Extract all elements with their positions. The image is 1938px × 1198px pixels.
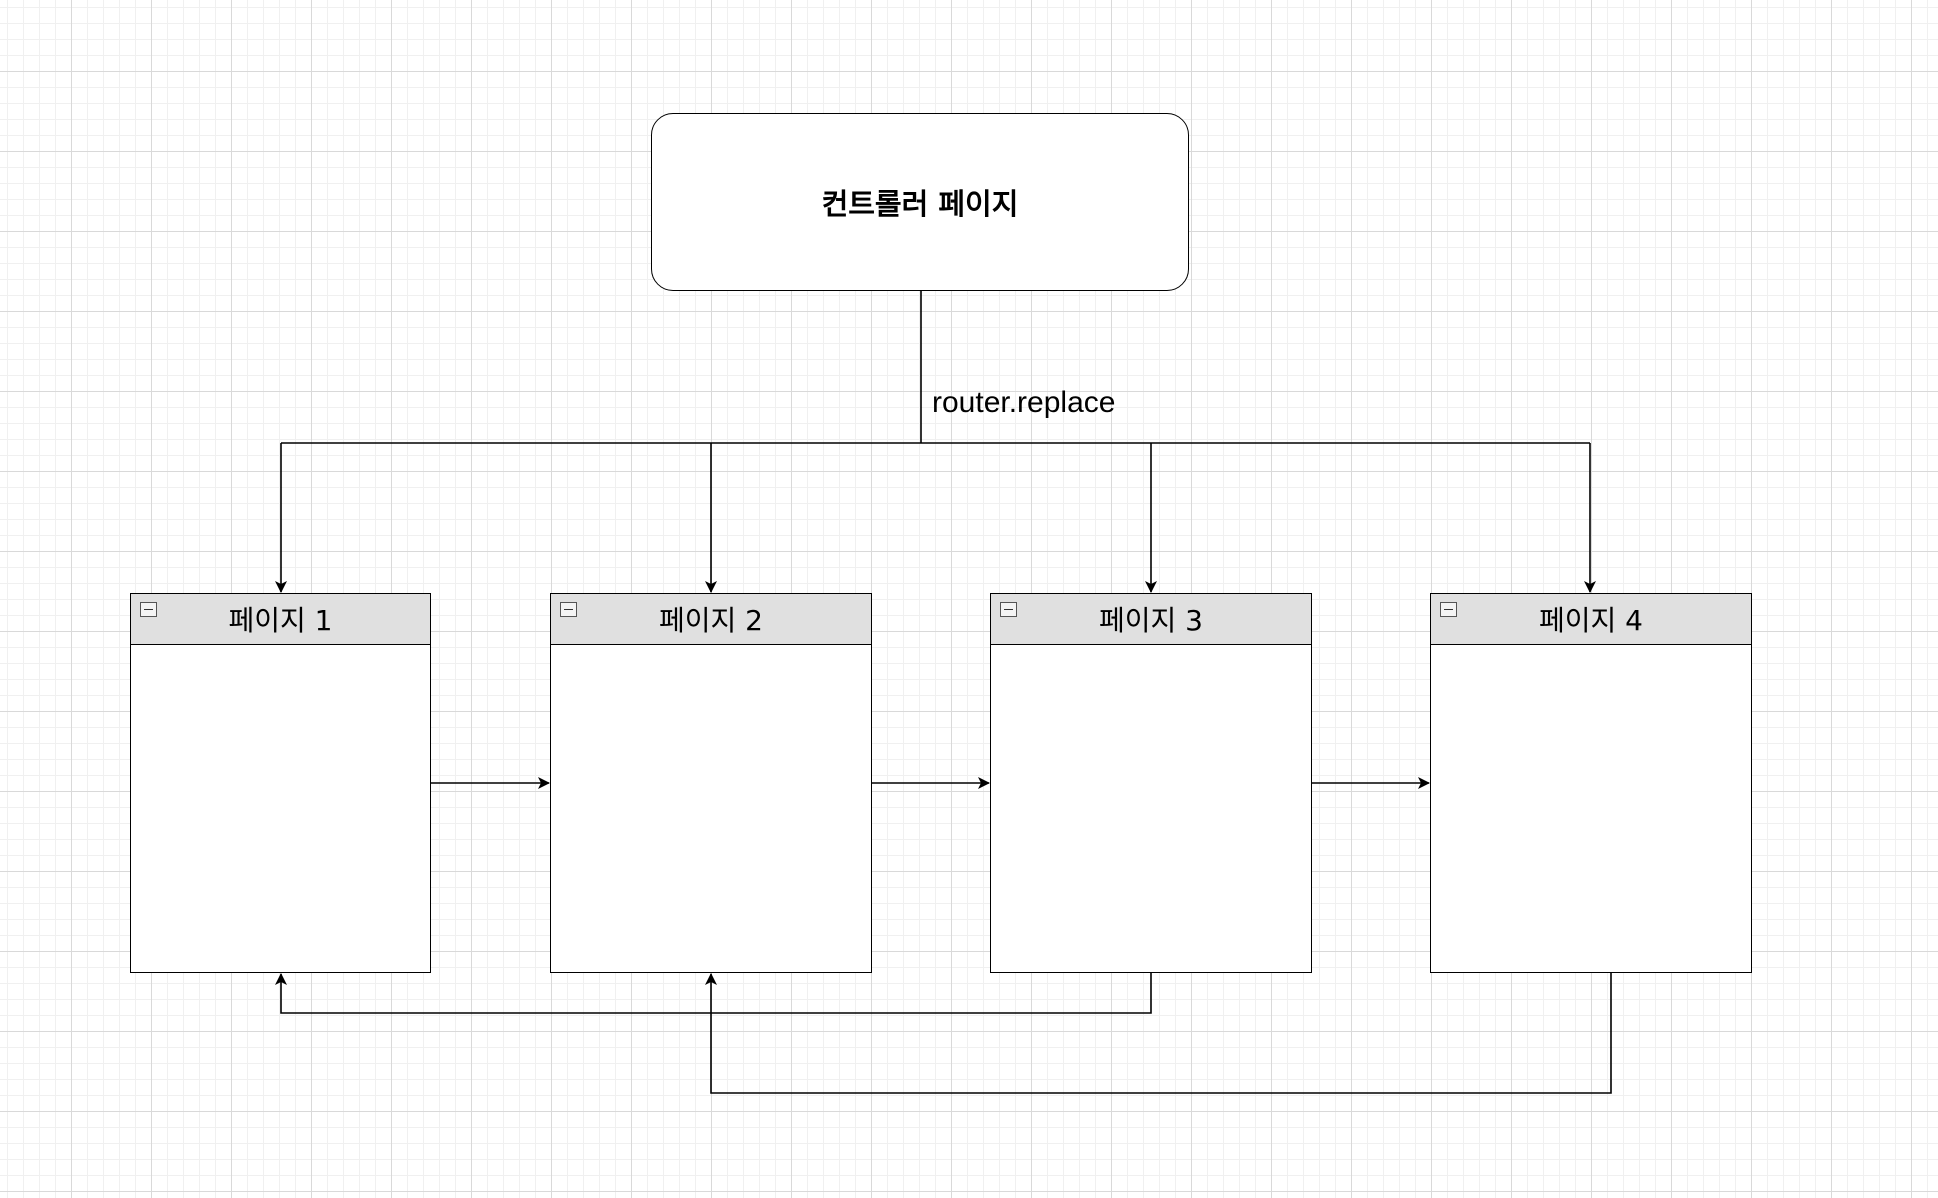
page-3-body <box>991 645 1311 972</box>
page-2-title: 페이지 2 <box>659 604 763 637</box>
page-4-node[interactable]: 페이지 4 <box>1430 593 1752 973</box>
page-3-node[interactable]: 페이지 3 <box>990 593 1312 973</box>
page-1-header: 페이지 1 <box>131 594 430 645</box>
router-replace-label: router.replace <box>932 386 1116 419</box>
page-3-title: 페이지 3 <box>1099 604 1203 637</box>
page-1-title: 페이지 1 <box>228 604 333 637</box>
collapse-minus-icon[interactable] <box>560 602 577 617</box>
page-4-body <box>1431 645 1751 972</box>
collapse-minus-icon[interactable] <box>1000 602 1017 617</box>
page-2-body <box>551 645 871 972</box>
page-2-node[interactable]: 페이지 2 <box>550 593 872 973</box>
page-1-body <box>131 645 430 972</box>
controller-page-node[interactable]: 컨트롤러 페이지 <box>651 113 1189 291</box>
collapse-minus-icon[interactable] <box>140 602 157 617</box>
page-2-header: 페이지 2 <box>551 594 871 645</box>
page-4-title: 페이지 4 <box>1539 604 1643 637</box>
page-4-header: 페이지 4 <box>1431 594 1751 645</box>
edge-page3-to-page1 <box>275 973 1152 1014</box>
edge-page4-to-page2 <box>705 973 1612 1094</box>
controller-page-title: 컨트롤러 페이지 <box>821 187 1019 221</box>
collapse-minus-icon[interactable] <box>1440 602 1457 617</box>
page-1-node[interactable]: 페이지 1 <box>130 593 431 973</box>
page-3-header: 페이지 3 <box>991 594 1311 645</box>
